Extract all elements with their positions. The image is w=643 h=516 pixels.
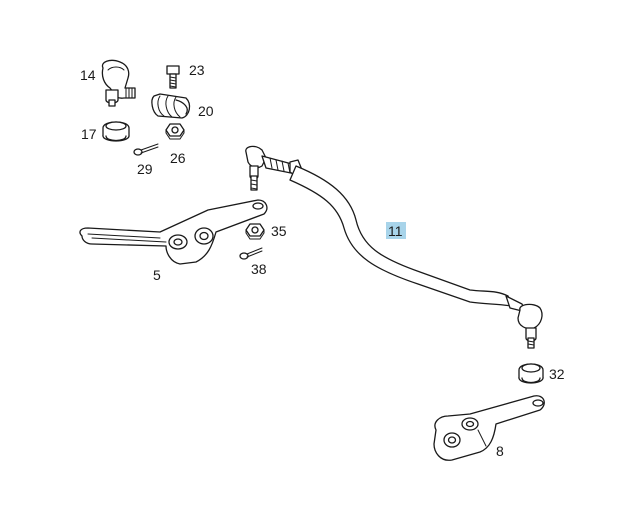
callout-11[interactable]: 11 xyxy=(388,223,403,239)
callout-11-highlight xyxy=(386,222,406,239)
bushing-part-17[interactable] xyxy=(102,121,130,142)
center-tie-rod-part-11[interactable] xyxy=(245,145,543,349)
bushing-part-32[interactable] xyxy=(518,363,544,384)
steering-arm-part-5[interactable] xyxy=(79,199,268,265)
nut-part-35[interactable] xyxy=(245,223,265,240)
clamp-part-20[interactable] xyxy=(151,93,191,119)
callout-8[interactable]: 8 xyxy=(496,443,504,459)
cotter-pin-part-38[interactable] xyxy=(239,247,263,260)
steering-arm-part-8[interactable] xyxy=(433,395,545,461)
callout-29[interactable]: 29 xyxy=(137,161,153,177)
callout-20[interactable]: 20 xyxy=(198,103,214,119)
cotter-pin-part-29[interactable] xyxy=(133,143,159,156)
callout-14[interactable]: 14 xyxy=(80,67,96,83)
tie-rod-end-part-14[interactable] xyxy=(101,59,136,107)
callout-26[interactable]: 26 xyxy=(170,150,186,166)
callout-32[interactable]: 32 xyxy=(549,366,565,382)
callout-35[interactable]: 35 xyxy=(271,223,287,239)
callout-23[interactable]: 23 xyxy=(189,62,205,78)
bolt-part-23[interactable] xyxy=(166,65,180,89)
nut-part-26[interactable] xyxy=(165,123,185,140)
callout-17[interactable]: 17 xyxy=(81,126,97,142)
callout-38[interactable]: 38 xyxy=(251,261,267,277)
callout-5[interactable]: 5 xyxy=(153,267,161,283)
